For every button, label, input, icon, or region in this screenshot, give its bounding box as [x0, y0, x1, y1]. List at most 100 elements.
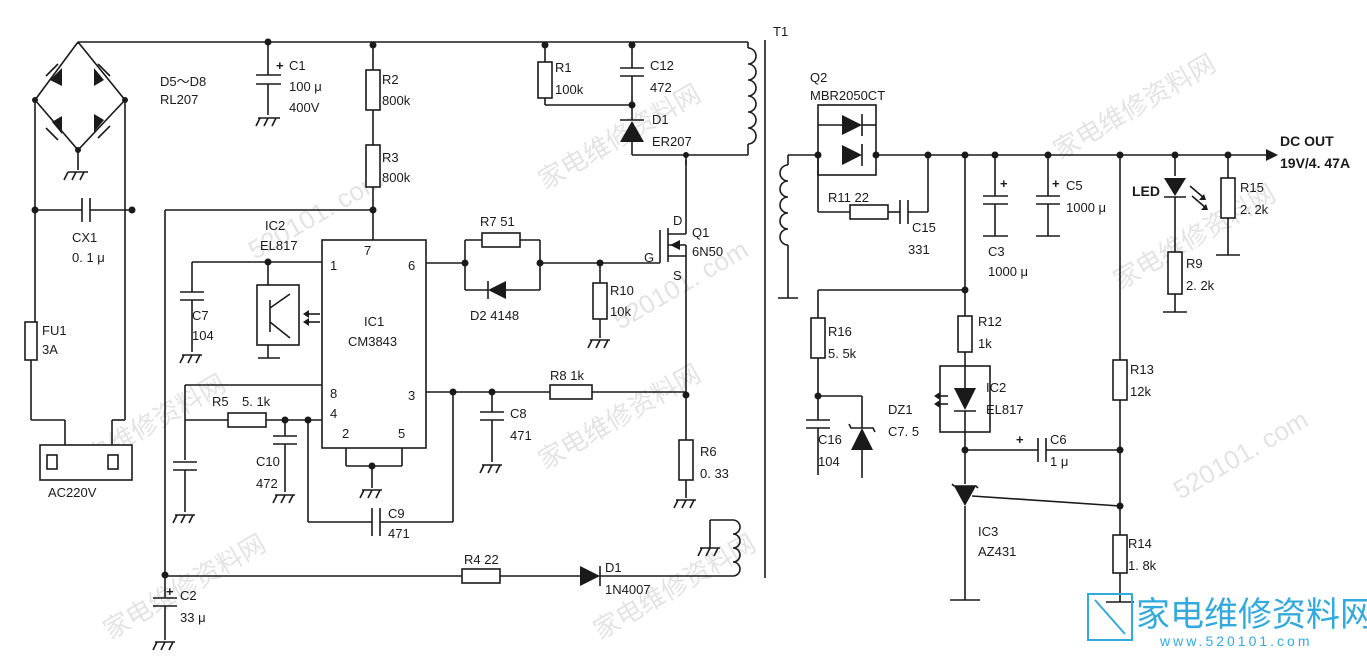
out-label: DC OUT — [1280, 133, 1334, 149]
logo-text: 家电维修资料网 — [1136, 595, 1367, 635]
ac-label: AC220V — [48, 485, 97, 500]
ic1-name: IC1 — [364, 314, 384, 329]
d1b-part: 1N4007 — [605, 582, 651, 597]
c7-value: 104 — [192, 328, 214, 343]
cx1-value: 0. 1 μ — [72, 250, 105, 265]
r7-label: R7 51 — [480, 214, 515, 229]
svg-text:+: + — [1052, 176, 1060, 191]
c5-name: C5 — [1066, 178, 1083, 193]
pin-1: 1 — [330, 258, 337, 273]
d1-part: ER207 — [652, 134, 692, 149]
ic2-part: EL817 — [260, 238, 298, 253]
out-value: 19V/4. 47A — [1280, 155, 1350, 171]
q1-part: 6N50 — [692, 244, 723, 259]
transformer-label: T1 — [773, 24, 788, 39]
svg-text:+: + — [276, 58, 284, 73]
r9-name: R9 — [1186, 256, 1203, 271]
r1-value: 100k — [555, 82, 584, 97]
c12-value: 472 — [650, 80, 672, 95]
c3-value: 1000 μ — [988, 264, 1028, 279]
c6-name: C6 — [1050, 432, 1067, 447]
c1-name: C1 — [289, 58, 306, 73]
r14-name: R14 — [1128, 536, 1152, 551]
c8-value: 471 — [510, 428, 532, 443]
r13-value: 12k — [1130, 384, 1151, 399]
r12-value: 1k — [978, 336, 992, 351]
watermark-text: 520101. com — [1168, 404, 1313, 505]
r6-name: R6 — [700, 444, 717, 459]
q1-drain: D — [673, 213, 682, 228]
r10-name: R10 — [610, 283, 634, 298]
c2-value: 33 μ — [180, 610, 206, 625]
r13-name: R13 — [1130, 362, 1154, 377]
watermark-text: 家电维修资料网 — [98, 528, 271, 645]
c1-voltage: 400V — [289, 100, 320, 115]
ic3-name: IC3 — [978, 524, 998, 539]
logo-url: www.520101.com — [1159, 633, 1313, 649]
r9-value: 2. 2k — [1186, 278, 1215, 293]
primary-control: 7 1 6 8 4 3 2 5 IC1 CM3843 IC2 EL817 C7 … — [152, 42, 757, 651]
c16-value: 104 — [818, 454, 840, 469]
r1-name: R1 — [555, 60, 572, 75]
fu1-value: 3A — [42, 342, 58, 357]
secondary-section: Q2 MBR2050CT R11 22 C15 331 + C3 1000 μ — [778, 70, 1350, 603]
d1b-name: D1 — [605, 560, 622, 575]
c9-value: 471 — [388, 526, 410, 541]
c10-value: 472 — [256, 476, 278, 491]
q2-part: MBR2050CT — [810, 88, 885, 103]
fu1-name: FU1 — [42, 323, 67, 338]
r16-value: 5. 5k — [828, 346, 857, 361]
c9-name: C9 — [388, 506, 405, 521]
c12-name: C12 — [650, 58, 674, 73]
pin-7: 7 — [364, 243, 371, 258]
ic1-part: CM3843 — [348, 334, 397, 349]
q1-name: Q1 — [692, 225, 709, 240]
c10-name: C10 — [256, 454, 280, 469]
pin-8: 8 — [330, 386, 337, 401]
r12-name: R12 — [978, 314, 1002, 329]
c15-name: C15 — [912, 220, 936, 235]
r5-value: 5. 1k — [242, 394, 271, 409]
cx1-name: CX1 — [72, 230, 97, 245]
pin-6: 6 — [408, 258, 415, 273]
d1-name: D1 — [652, 112, 669, 127]
r4-label: R4 22 — [464, 552, 499, 567]
svg-text:+: + — [166, 584, 174, 599]
r16-name: R16 — [828, 324, 852, 339]
r2-name: R2 — [382, 72, 399, 87]
c8-name: C8 — [510, 406, 527, 421]
pin-3: 3 — [408, 388, 415, 403]
svg-text:+: + — [1000, 176, 1008, 191]
q1-gate: G — [644, 250, 654, 265]
svg-text:+: + — [1016, 432, 1024, 447]
pin-2: 2 — [342, 426, 349, 441]
ic1-box — [321, 239, 427, 449]
dz1-value: C7. 5 — [888, 424, 919, 439]
pin-5: 5 — [398, 426, 405, 441]
input-section: D5～D8 RL207 CX1 0. 1 μ FU1 3A AC220V — [24, 38, 748, 500]
r3-value: 800k — [382, 170, 411, 185]
r11-label: R11 22 — [828, 190, 869, 205]
led-label: LED — [1132, 183, 1160, 199]
bridge-label: D5～D8 — [160, 74, 206, 89]
ic2-name: IC2 — [265, 218, 285, 233]
watermark-text: 家电维修资料网 — [1048, 48, 1221, 165]
r3-name: R3 — [382, 150, 399, 165]
r5-label: R5 — [212, 394, 229, 409]
r14-value: 1. 8k — [1128, 558, 1157, 573]
c3-name: C3 — [988, 244, 1005, 259]
r6-value: 0. 33 — [700, 466, 729, 481]
c6-value: 1 μ — [1050, 454, 1068, 469]
c5-value: 1000 μ — [1066, 200, 1106, 215]
c2-name: C2 — [180, 588, 197, 603]
ic2s-name: IC2 — [986, 380, 1006, 395]
c1-value: 100 μ — [289, 79, 322, 94]
c15-value: 331 — [908, 242, 930, 257]
q1-source: S — [673, 268, 682, 283]
r2-value: 800k — [382, 93, 411, 108]
r15-name: R15 — [1240, 180, 1264, 195]
r15-value: 2. 2k — [1240, 202, 1269, 217]
dz1-label: DZ1 — [888, 402, 913, 417]
c16-name: C16 — [818, 432, 842, 447]
